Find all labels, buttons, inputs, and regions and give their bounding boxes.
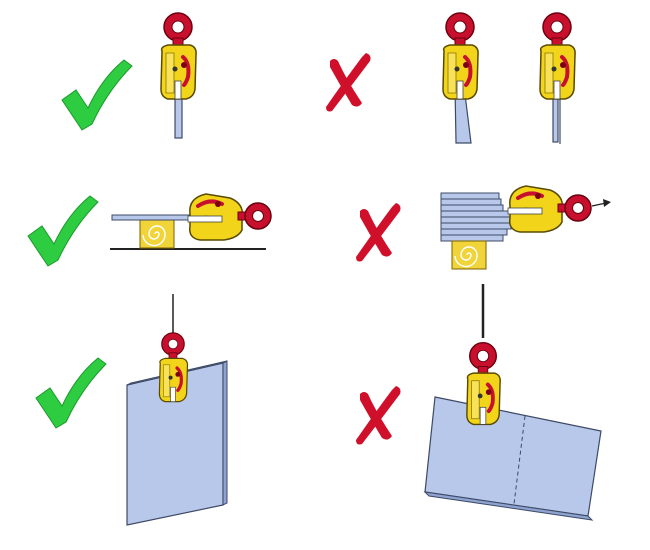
row-2-correct-lifting-clamp-icon <box>186 192 273 242</box>
row-3-correct-lifting-clamp-icon <box>157 331 190 404</box>
row-2-incorrect-support-block-icon <box>451 240 487 270</box>
row-3-incorrect-lifting-clamp-icon <box>464 340 503 427</box>
row-2-incorrect-cross-icon <box>356 203 401 262</box>
row-3-incorrect-cross-icon <box>356 386 401 445</box>
row-1-incorrect-cross-icon <box>326 53 371 112</box>
row-1-incorrect-lifting-clamp-icon-b <box>538 11 578 101</box>
row-2-correct-check-icon <box>27 195 99 267</box>
row-3-correct-check-icon <box>35 357 107 429</box>
row-1-correct-check-icon <box>61 59 133 131</box>
row-2-correct-support-block-icon <box>139 219 175 249</box>
row-3-correct-plate <box>126 360 228 526</box>
row-1-correct-lifting-clamp-icon <box>159 11 199 101</box>
row-2-incorrect-pull-arrow-icon <box>591 199 611 207</box>
row-2-incorrect-plate-stack <box>440 192 516 242</box>
row-3-incorrect-plate <box>423 396 602 521</box>
row-2-incorrect-lifting-clamp-icon <box>506 184 593 234</box>
row-1-incorrect-lifting-clamp-icon-a <box>441 11 481 101</box>
